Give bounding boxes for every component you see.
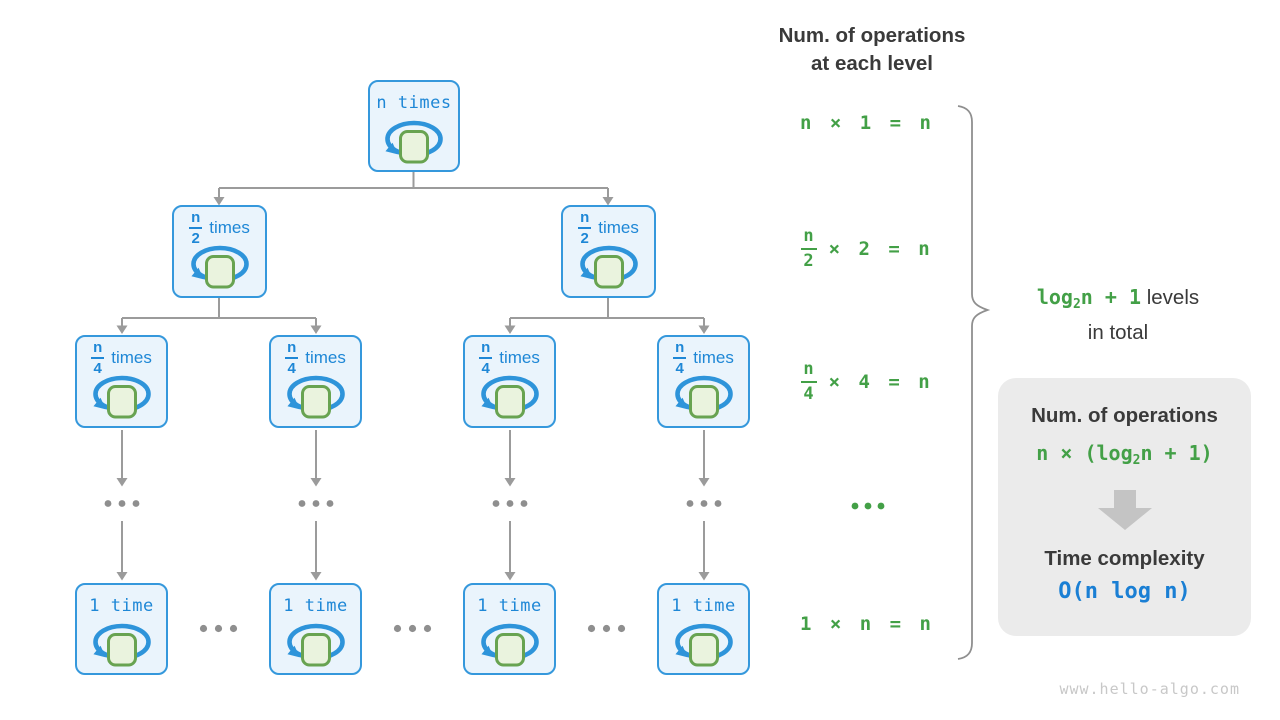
equation-level-last: 1 × n = n (800, 613, 932, 635)
brace-label-levels: levels (1146, 286, 1200, 309)
equation-ellipsis-dots (851, 502, 885, 510)
equation-level-0: n × 1 = n (800, 112, 932, 134)
watermark: www.hello-algo.com (1059, 680, 1240, 698)
loop-icon (90, 373, 154, 421)
curly-brace (957, 105, 991, 660)
tree-node-leaf-3: 1 time (463, 583, 556, 675)
loop-icon (188, 243, 252, 291)
column-header-line2: at each level (811, 52, 933, 75)
tree-node-leaf-4: 1 time (657, 583, 750, 675)
loop-icon (577, 243, 641, 291)
loop-icon (284, 621, 348, 669)
column-header: Num. of operations at each level (747, 22, 997, 78)
down-arrow-icon (1097, 490, 1152, 530)
loop-icon (672, 373, 736, 421)
tree-node-leaf-1: 1 time (75, 583, 168, 675)
loop-icon (382, 118, 446, 166)
brace-label-in-total: in total (1087, 321, 1149, 344)
vertical-ellipsis-dots (104, 500, 722, 507)
loop-icon (90, 621, 154, 669)
loop-icon (672, 621, 736, 669)
summary-title-operations: Num. of operations (1031, 404, 1218, 427)
tree-node-leaf-2: 1 time (269, 583, 362, 675)
summary-card: Num. of operations n × (log2n + 1) Time … (998, 378, 1251, 636)
horizontal-ellipsis-dots (199, 624, 626, 633)
summary-title-complexity: Time complexity (1044, 547, 1205, 570)
loop-icon (478, 373, 542, 421)
summary-complexity-value: O(n log n) (1058, 579, 1191, 604)
brace-label: log2n + 1 levels in total (1012, 283, 1224, 347)
node-label: 1 time (477, 596, 542, 616)
node-label: 1 time (671, 596, 736, 616)
arrowheads (116, 197, 710, 581)
tree-node-root: n times (368, 80, 460, 172)
column-header-line1: Num. of operations (778, 24, 966, 47)
node-label: 1 time (89, 596, 154, 616)
brace-label-formula: log2n + 1 (1036, 285, 1142, 312)
loop-icon (478, 621, 542, 669)
node-label: n times (376, 93, 452, 113)
summary-formula: n × (log2n + 1) (1036, 441, 1213, 468)
loop-icon (284, 373, 348, 421)
node-label: 1 time (283, 596, 348, 616)
tree-connectors (121, 172, 705, 572)
